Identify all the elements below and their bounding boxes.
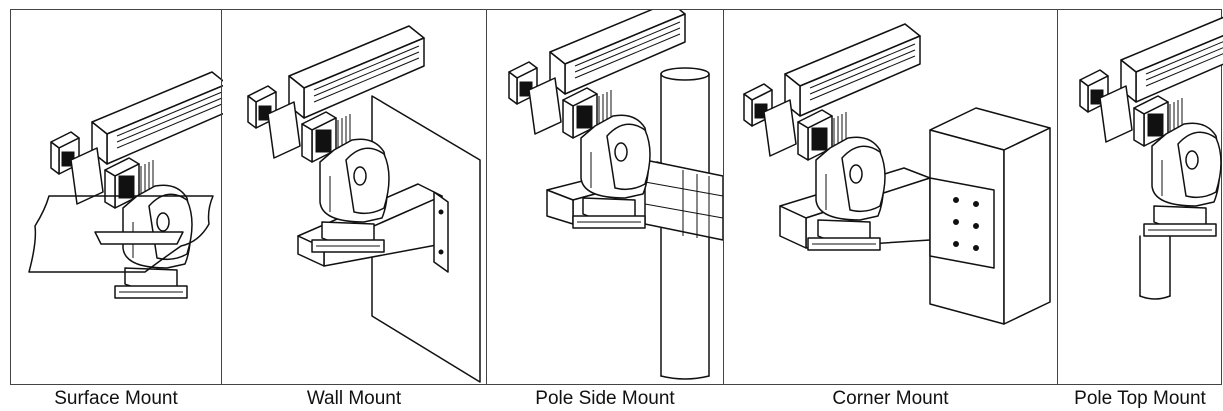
pole-side-mount-illustration (508, 10, 724, 380)
caption-wall-mount: Wall Mount (306, 388, 402, 409)
corner-mount-illustration (743, 23, 1051, 325)
wall-mount-panel (221, 9, 487, 385)
wall-mount-illustration (247, 25, 481, 383)
caption-pole-side-mount: Pole Side Mount (535, 388, 675, 409)
pole-top-mount-illustration (1079, 10, 1223, 300)
caption-surface-mount: Surface Mount (54, 388, 178, 409)
mounting-options-figure (10, 9, 1223, 385)
caption-corner-mount: Corner Mount (832, 388, 949, 409)
pole-side-mount-panel (486, 9, 724, 385)
caption-pole-top-mount: Pole Top Mount (1074, 388, 1206, 409)
pole-top-mount-panel (1057, 9, 1223, 385)
surface-mount-panel (10, 9, 223, 385)
corner-mount-panel (723, 9, 1058, 385)
surface-mount-illustration (28, 71, 223, 299)
